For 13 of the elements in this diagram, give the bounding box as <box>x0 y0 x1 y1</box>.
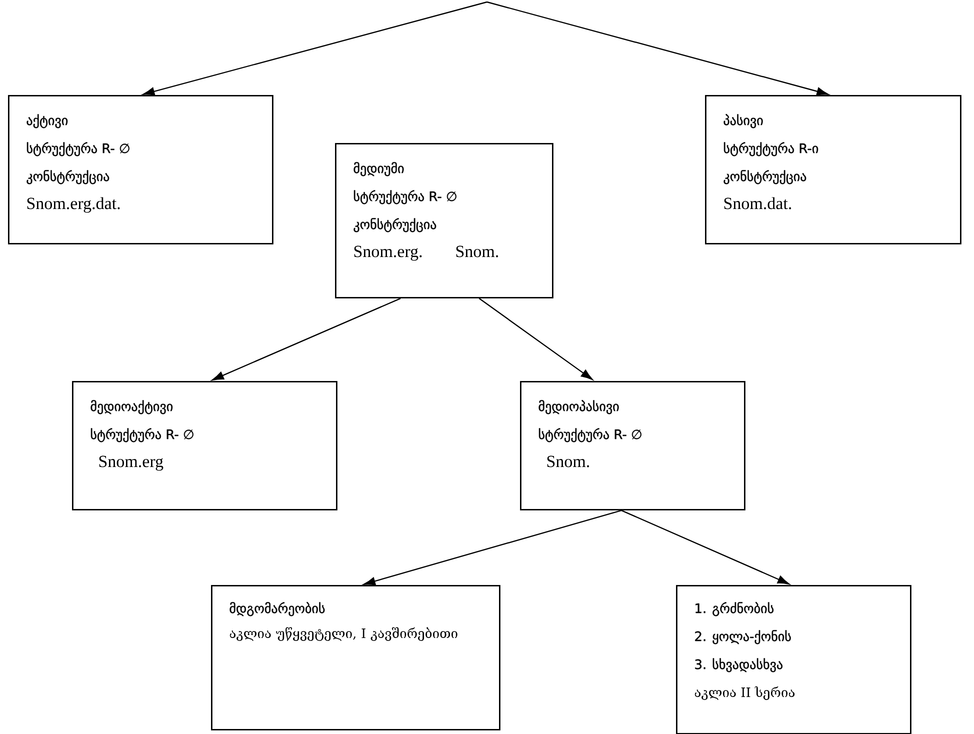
text-box: მდგომარეობის აკლია უწყვეტელი, I კავშირებითი <box>211 585 500 730</box>
text-box: 1. გრძნობის 2. ყოლა-ქონის 3. სხვადასხვა აკლია II სერია <box>676 585 912 734</box>
arrow <box>142 1 488 96</box>
text-box: აქტივი სტრუქტურა R- ∅ კონსტრუქცია Snom.erg.dat. <box>8 95 274 244</box>
text-box: მედიუმი სტრუქტურა R- ∅ კონსტრუქცია Snom.erg. Snom. <box>335 143 554 298</box>
text-box: მედიოპასივი სტრუქტურა R- ∅ Snom. <box>520 381 746 510</box>
arrow <box>212 298 401 380</box>
arrow <box>621 510 790 584</box>
text-box: მედიოაქტივი სტრუქტურა R- ∅ Snom.erg <box>72 381 338 510</box>
text-box: პასივი სტრუქტურა R-ი კონსტრუქცია Snom.dat. <box>705 95 962 244</box>
arrow <box>486 1 828 96</box>
arrow <box>478 298 593 380</box>
arrow <box>364 510 622 586</box>
